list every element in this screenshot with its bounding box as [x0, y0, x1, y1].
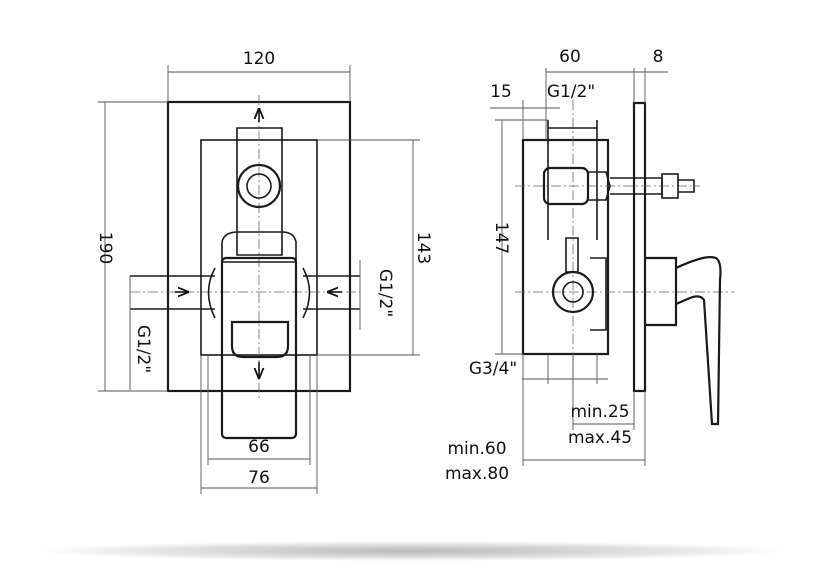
label-inlet-left: G1/2" [133, 325, 153, 373]
front-top-pipe [236, 127, 283, 256]
label-outlet-bottom: G3/4" [469, 359, 517, 379]
label-height-body: 147 [491, 222, 511, 254]
bottom-shadow [40, 541, 783, 561]
label-height-total: 190 [95, 232, 115, 264]
side-stem-tip [678, 179, 695, 193]
label-adjust-large-min: min.60 [447, 439, 506, 459]
front-handle-lever [230, 320, 290, 359]
side-top-nut [588, 171, 611, 201]
side-wall-plate [632, 101, 647, 393]
front-top-outlet-inner [246, 173, 272, 199]
side-top-pipe [547, 120, 598, 240]
side-handle-body [645, 256, 678, 327]
side-top-valve [542, 166, 590, 206]
label-inlet-right: G1/2" [375, 269, 395, 317]
label-depth-body: 60 [559, 47, 581, 67]
label-width-inner: 66 [248, 437, 270, 457]
side-lower-valve-stem [565, 237, 579, 273]
side-view: 60 8 15 G1/2" 147 G3/4" min.25 max.45 mi… [445, 47, 735, 484]
front-handle [220, 256, 298, 440]
front-inlet-pipe [130, 275, 360, 310]
front-body-housing [221, 231, 297, 263]
label-width-outer: 76 [248, 468, 270, 488]
label-adjust-large-max: max.80 [445, 464, 509, 484]
label-outlet-top: G1/2" [547, 82, 595, 102]
label-height-inner: 143 [413, 232, 433, 264]
side-lower-valve-inner [562, 281, 584, 303]
side-body-box [521, 138, 610, 356]
front-top-outlet-ring [236, 163, 282, 209]
side-lower-bracket [590, 257, 607, 331]
front-inlet-fittings [207, 267, 311, 319]
label-plate: 8 [653, 47, 664, 67]
front-view: 120 190 143 G1/2" G1/2" 66 76 [95, 49, 433, 494]
label-adjust-small-max: max.45 [568, 428, 632, 448]
side-stem-nut [661, 173, 679, 199]
label-offset: 15 [490, 82, 512, 102]
label-width-total: 120 [243, 49, 275, 69]
label-adjust-small-min: min.25 [570, 402, 629, 422]
side-handle-lever [675, 256, 722, 426]
